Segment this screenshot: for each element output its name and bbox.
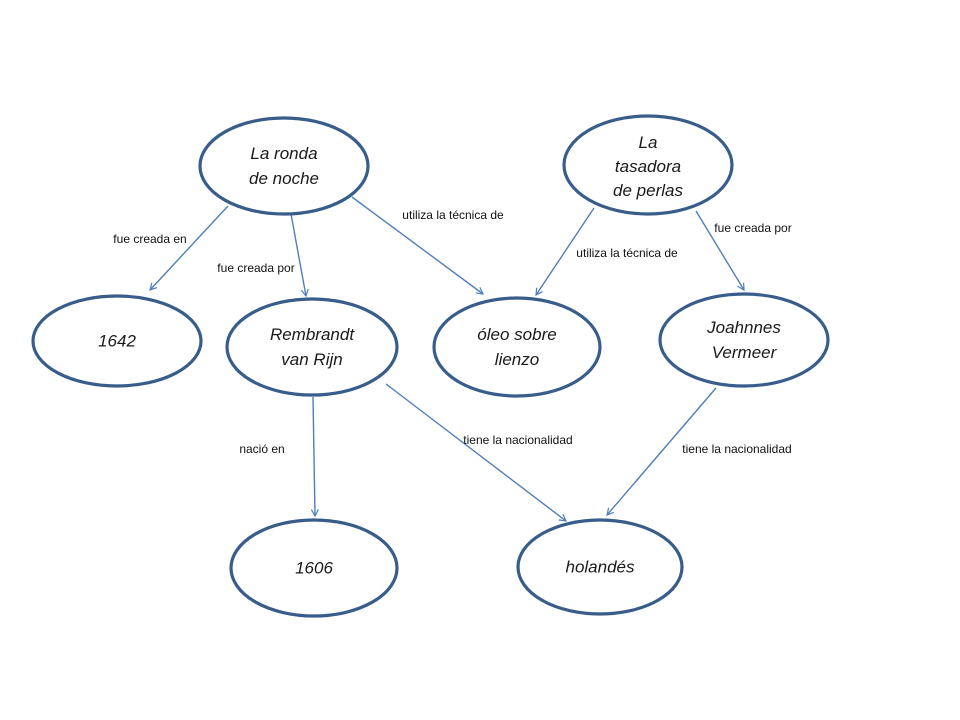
node-1606-ellipse (229, 518, 399, 618)
edge-lines-group (149, 196, 745, 522)
edge-rembrandt-to-holandes-line (385, 383, 568, 522)
node-la-ronda-de-noche-ellipse (198, 116, 370, 216)
node-ellipses-group (31, 114, 830, 618)
node-oleo-sobre-lienzo-ellipse (432, 296, 602, 398)
node-rembrandt-van-rijn-ellipse (225, 297, 399, 397)
edge-ronda-to-rembrandt-line (290, 213, 309, 298)
edge-ronda-to-1642-line (149, 205, 229, 291)
node-holandes-ellipse (516, 518, 684, 616)
edge-tasadora-to-vermeer-line (695, 210, 745, 292)
edge-ronda-to-oleo-line (351, 196, 485, 295)
node-1642-ellipse (31, 294, 203, 388)
edge-vermeer-to-holandes-line (606, 387, 717, 516)
edge-tasadora-to-oleo-line (535, 207, 595, 297)
node-joahnnes-vermeer-ellipse (658, 292, 830, 388)
node-la-tasadora-de-perlas-ellipse (562, 114, 734, 216)
edge-rembrandt-to-1606-line (310, 396, 319, 518)
